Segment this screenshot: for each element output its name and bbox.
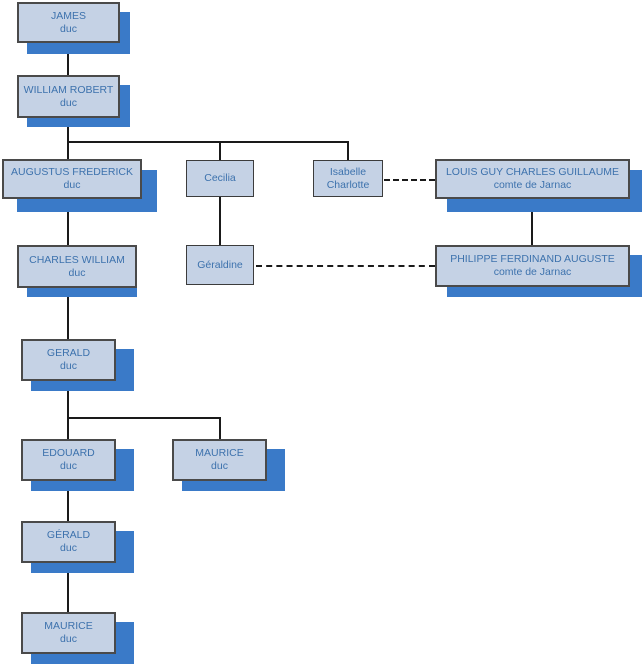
node-maurice-2[interactable]: MAURICE duc xyxy=(21,612,116,654)
node-augustus-frederick[interactable]: AUGUSTUS FREDERICK duc xyxy=(2,159,142,199)
node-augustus-frederick-title: duc xyxy=(63,179,81,191)
connector-gerald2-to-maurice2 xyxy=(67,563,69,612)
node-gerald-1-title: duc xyxy=(60,360,77,372)
node-gerald-1[interactable]: GERALD duc xyxy=(21,339,116,381)
connector-louis-to-philippe xyxy=(531,198,533,245)
node-maurice-1[interactable]: MAURICE duc xyxy=(172,439,267,481)
node-philippe-ferdinand[interactable]: PHILIPPE FERDINAND AUGUSTE comte de Jarn… xyxy=(435,245,630,287)
node-gerald-2-name: GÉRALD xyxy=(46,529,91,542)
node-philippe-ferdinand-title: comte de Jarnac xyxy=(493,266,572,278)
node-charles-william[interactable]: CHARLES WILLIAM duc xyxy=(17,245,137,288)
node-louis-guy-name: LOUIS GUY CHARLES GUILLAUME xyxy=(445,166,620,179)
node-maurice-2-title: duc xyxy=(60,633,77,645)
node-charles-william-name: CHARLES WILLIAM xyxy=(29,253,125,266)
connector-generation-bar-1 xyxy=(67,141,349,143)
node-louis-guy-title: comte de Jarnac xyxy=(493,179,572,191)
connector-generation-bar-2 xyxy=(67,417,221,419)
connector-bar2-to-maurice xyxy=(219,417,221,439)
marriage-link-isabelle-louis xyxy=(384,179,435,181)
node-edouard[interactable]: EDOUARD duc xyxy=(21,439,116,481)
node-cecilia[interactable]: Cecilia xyxy=(186,160,254,197)
node-james-name: JAMES xyxy=(50,9,86,22)
node-isabelle-charlotte-name: Isabelle Charlotte xyxy=(326,165,370,191)
connector-edouard-to-gerald2 xyxy=(67,481,69,521)
node-isabelle-charlotte[interactable]: Isabelle Charlotte xyxy=(313,160,383,197)
marriage-link-geraldine-philippe xyxy=(256,265,435,267)
connector-cecilia-to-geraldine xyxy=(219,196,221,245)
connector-gerald-down xyxy=(67,381,69,417)
node-gerald-2[interactable]: GÉRALD duc xyxy=(21,521,116,563)
connector-augustus-to-charles xyxy=(67,198,69,245)
node-augustus-frederick-name: AUGUSTUS FREDERICK xyxy=(11,166,133,179)
node-william-robert-title: duc xyxy=(60,96,77,109)
node-geraldine[interactable]: Géraldine xyxy=(186,245,254,285)
connector-james-to-william xyxy=(67,42,69,75)
node-edouard-name: EDOUARD xyxy=(42,447,95,460)
node-james[interactable]: JAMES duc xyxy=(17,2,120,43)
node-geraldine-name: Géraldine xyxy=(197,258,243,271)
node-maurice-2-name: MAURICE xyxy=(44,620,93,633)
node-william-robert[interactable]: WILLIAM ROBERT duc xyxy=(17,75,120,118)
connector-bar1-to-cecilia xyxy=(219,141,221,160)
node-charles-william-title: duc xyxy=(68,266,86,279)
node-william-robert-name: WILLIAM ROBERT xyxy=(23,83,114,96)
connector-bar1-to-isabelle xyxy=(347,141,349,160)
node-cecilia-name: Cecilia xyxy=(204,172,236,185)
node-edouard-title: duc xyxy=(60,460,77,472)
node-louis-guy[interactable]: LOUIS GUY CHARLES GUILLAUME comte de Jar… xyxy=(435,159,630,199)
connector-charles-to-gerald xyxy=(67,287,69,339)
node-gerald-1-name: GERALD xyxy=(46,347,91,360)
node-philippe-ferdinand-name: PHILIPPE FERDINAND AUGUSTE xyxy=(450,253,615,266)
connector-bar2-to-edouard xyxy=(67,417,69,439)
node-james-title: duc xyxy=(60,22,77,35)
node-maurice-1-name: MAURICE xyxy=(195,447,244,460)
connector-bar1-to-augustus xyxy=(67,141,69,160)
connector-william-down xyxy=(67,117,69,141)
node-gerald-2-title: duc xyxy=(60,542,77,554)
node-maurice-1-title: duc xyxy=(211,460,228,472)
